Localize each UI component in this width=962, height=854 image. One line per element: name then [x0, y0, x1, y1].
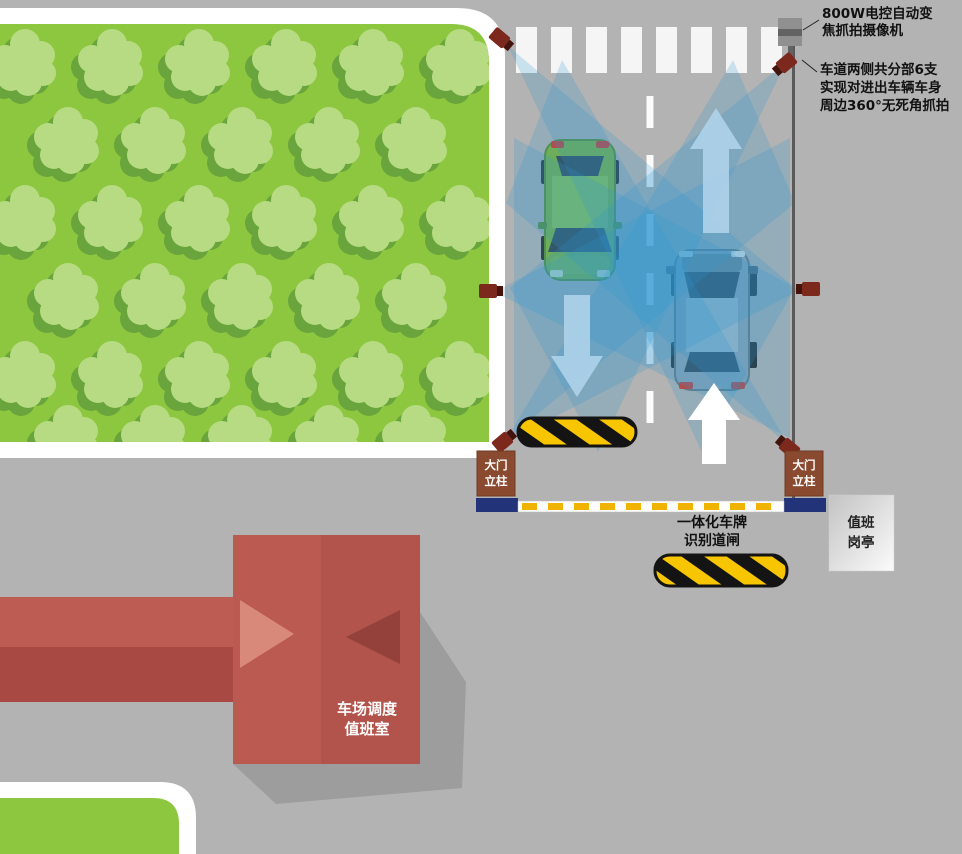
suv-tire: [748, 342, 757, 368]
barrier-arm: [517, 500, 785, 513]
arrow-down-blue: [551, 295, 603, 397]
suv-roof: [686, 298, 738, 352]
crosswalk-stripe: [586, 27, 607, 73]
barrier-label-line1: 一体化车牌: [677, 514, 747, 531]
camera-lens-band: [778, 29, 802, 36]
booth-label-line2: 岗亭: [848, 534, 875, 551]
car-exiting-green: [538, 139, 622, 281]
crosswalk-stripe: [656, 27, 677, 73]
building-label-line2: 值班室: [344, 720, 389, 738]
arrow-up-white: [688, 383, 740, 464]
suv-mirror: [666, 266, 676, 274]
camera-annotation-line2: 焦抓拍摄像机: [821, 22, 903, 39]
pillar-label-line1: 大门: [793, 458, 816, 472]
pillar-label-line2: 立柱: [485, 474, 508, 488]
car-mirror: [538, 222, 547, 229]
suv-hood: [682, 254, 742, 272]
crosswalk: [516, 27, 782, 73]
pillar-label-line1: 大门: [485, 458, 508, 472]
car-headlight: [550, 270, 563, 277]
booth-label-line1: 值班: [848, 514, 876, 531]
speed-bump-upper: [516, 416, 638, 448]
roof-triangle-dark: [346, 610, 400, 664]
coverage-annotation-line3: 周边360°无死角抓拍: [820, 97, 949, 114]
crosswalk-stripe: [691, 27, 712, 73]
autofocus-capture-camera: [778, 18, 802, 56]
pillar-base-left: [476, 498, 518, 512]
coverage-cone: [506, 60, 789, 446]
park-grass: [0, 24, 489, 442]
pillar-label-line2: 立柱: [793, 474, 816, 488]
capture-camera-mid-right: [796, 282, 820, 296]
booth-box: [828, 494, 895, 572]
car-hood: [550, 256, 610, 274]
gate-pillar-right: 大门 立柱: [784, 450, 824, 497]
car-mirror: [613, 222, 622, 229]
suv-mirror: [748, 266, 758, 274]
building-wing-roof: [0, 597, 233, 647]
building-label-line1: 车场调度: [337, 700, 398, 718]
crosswalk-stripe: [516, 27, 537, 73]
suv-windshield: [684, 272, 740, 298]
gate-pillar-left: 大门 立柱: [476, 450, 516, 497]
coverage-cone: [508, 46, 795, 452]
car-windshield: [548, 228, 612, 252]
suv-tire: [748, 270, 757, 296]
guard-booth: 值班 岗亭: [828, 494, 895, 572]
annotation-leader-line: [801, 59, 818, 73]
camera-mount: [788, 46, 793, 56]
barrier-label-line2: 识别道闸: [684, 532, 740, 549]
car-rear-window: [556, 156, 604, 176]
coverage-annotation-line1: 车道两侧共分部6支: [820, 61, 938, 78]
car-taillight: [596, 141, 609, 148]
suv-taillight: [731, 382, 745, 389]
pillar-base-right: [784, 498, 826, 512]
crosswalk-stripe: [621, 27, 642, 73]
camera-pole: [792, 44, 795, 498]
building-wing-wall: [0, 647, 233, 702]
capture-camera-mid-left: [479, 284, 503, 298]
speed-bump-lower: [653, 553, 789, 588]
coverage-annotation-line2: 实现对进出车辆车身: [820, 79, 942, 96]
car-headlight: [597, 270, 610, 277]
camera-annotation-line1: 800W电控自动变: [822, 5, 933, 22]
suv-headlight: [679, 251, 693, 257]
car-taillight: [551, 141, 564, 148]
pillar-box: [784, 450, 824, 497]
arrow-up-blue: [690, 108, 742, 233]
dispatch-building: 车场调度 值班室: [0, 535, 420, 764]
suv-rear-window: [684, 352, 740, 372]
car-roof: [552, 176, 608, 228]
crosswalk-stripe: [761, 27, 782, 73]
suv-headlight: [731, 251, 745, 257]
annotation-leader-line: [802, 19, 820, 31]
crosswalk-stripe: [726, 27, 747, 73]
pillar-box: [476, 450, 516, 497]
suv-taillight: [679, 382, 693, 389]
roof-triangle-light: [240, 600, 294, 668]
crosswalk-stripe: [551, 27, 572, 73]
building-shadow: [233, 612, 466, 804]
grass-patch-bottom: [0, 798, 179, 854]
